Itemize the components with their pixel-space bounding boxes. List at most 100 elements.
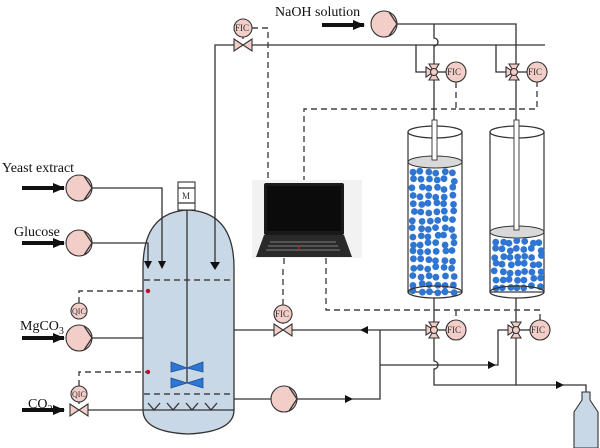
sensor-mgco3 <box>145 288 151 294</box>
adsorbent-bead <box>409 233 417 241</box>
adsorbent-bead <box>424 248 432 256</box>
naoh-pump <box>370 10 398 38</box>
adsorbent-bead <box>440 186 448 193</box>
naoh-solution-label: NaOH solution <box>275 5 360 20</box>
adsorbent-bead <box>537 247 545 255</box>
adsorbent-bead <box>448 247 456 254</box>
adsorbent-bead <box>537 268 545 276</box>
adsorbent-bead <box>440 175 448 183</box>
adsorbent-bead <box>417 175 425 183</box>
adsorbent-bead <box>409 247 417 255</box>
adsorbent-bead <box>424 199 432 207</box>
adsorption-column-2 <box>489 80 545 322</box>
adsorbent-bead <box>409 272 417 279</box>
laptop-top-signal <box>303 108 456 182</box>
recycle-valve <box>273 322 293 338</box>
adsorbent-bead <box>418 218 426 225</box>
adsorbent-bead <box>410 265 418 272</box>
adsorbent-bead <box>449 169 456 177</box>
adsorbent-bead <box>535 261 543 268</box>
adsorbent-bead <box>535 239 543 247</box>
adsorbent-bead <box>417 273 425 281</box>
product-bottle <box>573 391 599 448</box>
adsorbent-bead <box>418 225 425 233</box>
fermenter-outlet-pump <box>270 385 298 413</box>
adsorption-column-1 <box>407 80 463 322</box>
qic-mgco3-signal <box>78 290 147 303</box>
adsorbent-bead <box>506 269 514 277</box>
adsorbent-bead <box>440 200 447 208</box>
adsorbent-bead <box>449 191 457 199</box>
adsorbent-bead <box>449 257 456 265</box>
adsorbent-bead <box>425 168 433 176</box>
adsorbent-bead <box>416 241 424 249</box>
adsorbent-bead <box>499 276 507 284</box>
fermenter-vessel <box>142 209 235 435</box>
adsorbent-bead <box>506 247 514 255</box>
adsorbent-bead <box>492 238 500 246</box>
column1-beads <box>408 167 458 297</box>
column2-piston-rod <box>513 119 520 231</box>
adsorbent-bead <box>434 281 442 289</box>
adsorbent-bead <box>528 254 535 261</box>
adsorbent-bead <box>450 239 458 247</box>
adsorbent-bead <box>490 267 498 275</box>
adsorbent-bead <box>514 253 522 261</box>
adsorbent-bead <box>513 284 521 292</box>
adsorbent-bead <box>527 244 535 252</box>
adsorbent-bead <box>537 274 544 282</box>
adsorbent-bead <box>450 289 458 297</box>
adsorbent-bead <box>432 193 440 201</box>
qic-co2-signal <box>78 371 147 386</box>
motor-label: M <box>182 191 190 201</box>
adsorbent-bead <box>512 245 520 252</box>
adsorbent-bead <box>492 259 500 267</box>
adsorbent-bead <box>409 168 417 176</box>
naoh-fermenter-valve <box>233 37 253 53</box>
adsorbent-bead <box>520 284 528 292</box>
adsorbent-bead <box>514 259 522 267</box>
co2-label: CO2 <box>28 397 52 415</box>
adsorbent-bead <box>432 248 440 255</box>
adsorbent-bead <box>410 175 417 183</box>
adsorbent-bead <box>432 239 440 247</box>
adsorbent-bead <box>425 192 432 200</box>
fic-column2-outlet-label: FIC <box>531 325 545 335</box>
adsorbent-bead <box>434 231 442 239</box>
adsorbent-bead <box>409 200 417 208</box>
adsorbent-bead <box>417 255 425 263</box>
fermenter: M <box>142 181 235 435</box>
adsorbent-bead <box>520 246 528 253</box>
adsorbent-bead <box>507 284 515 291</box>
fic-column1-inlet-label: FIC <box>447 67 461 77</box>
adsorbent-bead <box>440 231 447 239</box>
glucose-label: Glucose <box>14 225 60 240</box>
fic-column2-inlet-label: FIC <box>528 67 542 77</box>
adsorbent-bead <box>450 201 457 208</box>
adsorbent-bead <box>514 269 522 277</box>
adsorbent-bead <box>450 233 457 241</box>
adsorbent-bead <box>450 207 458 215</box>
qic-co2-label: QIC <box>72 390 86 399</box>
adsorbent-bead <box>408 184 416 192</box>
adsorbent-bead <box>410 255 417 263</box>
co2-valve <box>69 402 89 418</box>
adsorbent-bead <box>419 288 426 296</box>
adsorbent-bead <box>441 215 449 223</box>
adsorbent-bead <box>520 276 528 284</box>
adsorbent-bead <box>441 257 449 265</box>
adsorbent-bead <box>449 216 456 224</box>
laptop-controller <box>252 180 362 258</box>
adsorbent-bead <box>432 263 440 271</box>
adsorbent-bead <box>426 175 433 183</box>
fic-naoh-label: FIC <box>235 23 249 33</box>
adsorbent-bead <box>499 268 507 276</box>
adsorbent-bead <box>450 273 458 280</box>
adsorbent-bead <box>411 208 418 215</box>
adsorbent-bead <box>424 233 432 241</box>
adsorbent-bead <box>441 241 449 249</box>
adsorbent-bead <box>432 257 439 265</box>
fic-recycle-label: FIC <box>275 309 289 319</box>
adsorbent-bead <box>492 276 500 284</box>
